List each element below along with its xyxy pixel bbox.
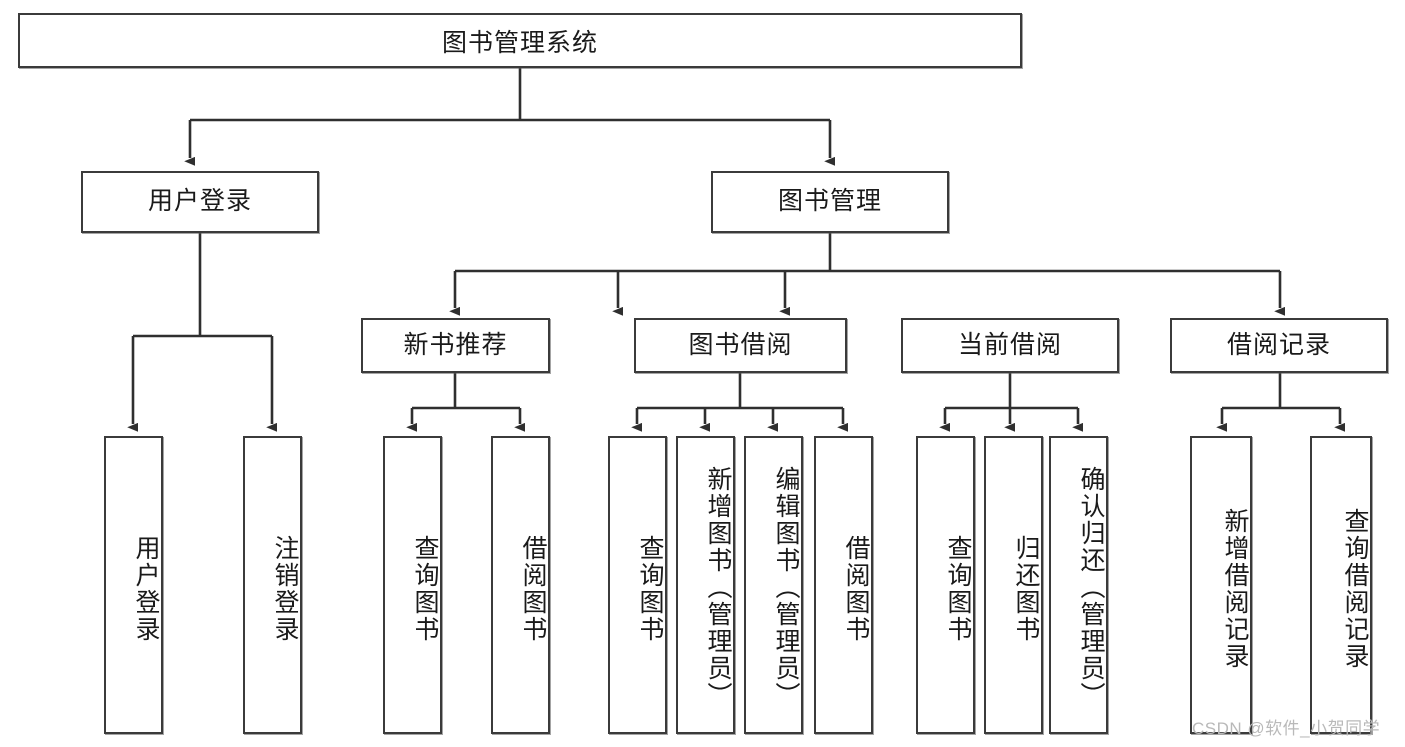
node-book-management[interactable]: 图书管理: [711, 171, 949, 233]
node-new-book-recommend[interactable]: 新书推荐: [361, 318, 550, 373]
node-borrow-record[interactable]: 借阅记录: [1170, 318, 1388, 373]
leaf-label: 新增借阅记录: [1221, 508, 1249, 670]
leaf-label: 查询图书: [411, 535, 439, 643]
leaf-record-query-record[interactable]: 查询借阅记录: [1310, 436, 1372, 734]
leaf-label: 查询图书: [944, 535, 972, 643]
leaf-borrow-borrow-book[interactable]: 借阅图书: [814, 436, 873, 734]
node-current-borrow[interactable]: 当前借阅: [901, 318, 1119, 373]
node-root-system[interactable]: 图书管理系统: [18, 13, 1022, 68]
csdn-watermark: CSDN @软件_小贺同学: [1192, 719, 1381, 738]
node-book-borrow-label: 图书借阅: [688, 330, 793, 359]
leaf-borrow-edit-book-admin[interactable]: 编辑图书（管理员）: [744, 436, 803, 734]
node-new-book-recommend-label: 新书推荐: [403, 330, 508, 359]
leaf-record-add-record[interactable]: 新增借阅记录: [1190, 436, 1252, 734]
leaf-label: 借阅图书: [519, 535, 547, 643]
leaf-current-query-book[interactable]: 查询图书: [916, 436, 975, 734]
leaf-user-login-logout[interactable]: 注销登录: [243, 436, 302, 734]
node-user-login[interactable]: 用户登录: [81, 171, 319, 233]
leaf-label: 借阅图书: [842, 535, 870, 643]
leaf-label: 归还图书: [1012, 535, 1040, 643]
leaf-recommend-borrow-book[interactable]: 借阅图书: [491, 436, 550, 734]
node-book-borrow[interactable]: 图书借阅: [634, 318, 847, 373]
node-borrow-record-label: 借阅记录: [1226, 330, 1331, 359]
leaf-label: 用户登录: [132, 535, 160, 643]
leaf-label: 注销登录: [271, 535, 299, 643]
leaf-label: 编辑图书（管理员）: [772, 465, 800, 709]
leaf-label: 确认归还（管理员）: [1077, 465, 1105, 709]
leaf-label: 查询图书: [636, 535, 664, 643]
node-root-label: 图书管理系统: [441, 28, 598, 57]
leaf-user-login-login[interactable]: 用户登录: [104, 436, 163, 734]
leaf-recommend-query-book[interactable]: 查询图书: [383, 436, 442, 734]
leaf-label: 新增图书（管理员）: [704, 465, 732, 709]
leaf-borrow-query-book[interactable]: 查询图书: [608, 436, 667, 734]
node-current-borrow-label: 当前借阅: [957, 330, 1062, 359]
node-user-login-label: 用户登录: [147, 187, 252, 216]
leaf-current-confirm-return-admin[interactable]: 确认归还（管理员）: [1049, 436, 1108, 734]
leaf-borrow-add-book-admin[interactable]: 新增图书（管理员）: [676, 436, 735, 734]
node-book-management-label: 图书管理: [777, 187, 882, 216]
leaf-current-return-book[interactable]: 归还图书: [984, 436, 1043, 734]
leaf-label: 查询借阅记录: [1341, 508, 1369, 670]
